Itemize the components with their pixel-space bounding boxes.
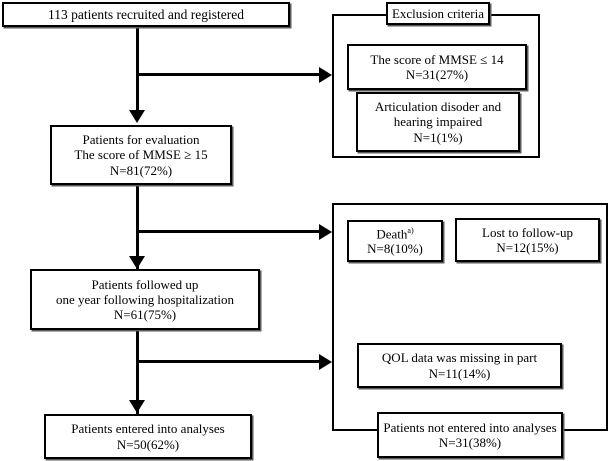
node-articulation-line-2: hearing impaired xyxy=(393,114,483,130)
connector-to-dropouts xyxy=(136,230,321,233)
node-patients-followed-up: Patients followed up one year following … xyxy=(30,269,260,330)
node-death-line-1: Deatha) xyxy=(376,226,413,242)
arrowhead-to-exclusion xyxy=(319,67,332,83)
node-not-entered-into-analyses: Patients not entered into analyses N=31(… xyxy=(377,412,563,458)
node-death-line-2: N=8(10%) xyxy=(367,241,423,257)
node-recruited-line-1: 113 patients recruited and registered xyxy=(48,6,244,22)
node-evaluation-line-2: The score of MMSE ≥ 15 xyxy=(74,147,208,163)
connector-evaluation-to-followup xyxy=(136,185,139,269)
node-followed-up-line-1: Patients followed up xyxy=(91,276,199,292)
node-qol-missing-line-1: QOL data was missing in part xyxy=(381,350,538,366)
node-mmse-low-line-1: The score of MMSE ≤ 14 xyxy=(370,51,504,67)
node-recruited: 113 patients recruited and registered xyxy=(2,2,290,27)
node-qol-missing-line-2: N=11(14%) xyxy=(428,365,491,381)
connector-recruited-to-evaluation xyxy=(136,26,139,111)
node-entered-line-2: N=50(62%) xyxy=(116,436,180,452)
node-death: Deatha) N=8(10%) xyxy=(347,220,443,262)
node-patients-for-evaluation: Patients for evaluation The score of MMS… xyxy=(50,125,232,185)
node-articulation-disorder: Articulation disoder and hearing impaire… xyxy=(356,92,520,152)
label-exclusion-criteria-text: Exclusion criteria xyxy=(391,5,485,21)
arrowhead-to-entered xyxy=(129,400,145,413)
node-followed-up-line-3: N=61(75%) xyxy=(113,307,177,323)
node-not-entered-line-1: Patients not entered into analyses xyxy=(383,419,557,435)
node-not-entered-line-2: N=31(38%) xyxy=(438,435,502,450)
connector-followup-to-entered xyxy=(136,330,139,414)
node-death-superscript: a) xyxy=(407,225,414,235)
arrowhead-to-dropouts xyxy=(319,224,332,240)
node-patients-entered-into-analyses: Patients entered into analyses N=50(62%) xyxy=(44,414,252,459)
arrowhead-to-evaluation xyxy=(129,110,145,123)
node-mmse-low: The score of MMSE ≤ 14 N=31(27%) xyxy=(347,44,527,90)
node-qol-missing: QOL data was missing in part N=11(14%) xyxy=(357,343,562,388)
node-followed-up-line-2: one year following hospitalization xyxy=(56,291,234,307)
arrowhead-to-qol-missing xyxy=(319,354,332,370)
node-lost-line-1: Lost to follow-up xyxy=(482,224,573,240)
arrowhead-to-followup xyxy=(129,256,145,269)
connector-to-qol-missing xyxy=(136,360,321,363)
label-exclusion-criteria: Exclusion criteria xyxy=(386,2,490,25)
node-lost-to-follow-up: Lost to follow-up N=12(15%) xyxy=(455,218,600,262)
node-articulation-line-1: Articulation disoder and xyxy=(374,99,502,114)
connector-to-exclusion xyxy=(136,73,321,76)
node-death-label: Death xyxy=(376,225,408,241)
node-articulation-line-3: N=1(1%) xyxy=(413,129,463,145)
node-lost-line-2: N=12(15%) xyxy=(496,240,559,255)
node-evaluation-line-1: Patients for evaluation xyxy=(82,132,200,147)
node-entered-line-1: Patients entered into analyses xyxy=(71,421,225,437)
node-mmse-low-line-2: N=31(27%) xyxy=(405,67,469,82)
node-evaluation-line-3: N=81(72%) xyxy=(109,162,173,178)
